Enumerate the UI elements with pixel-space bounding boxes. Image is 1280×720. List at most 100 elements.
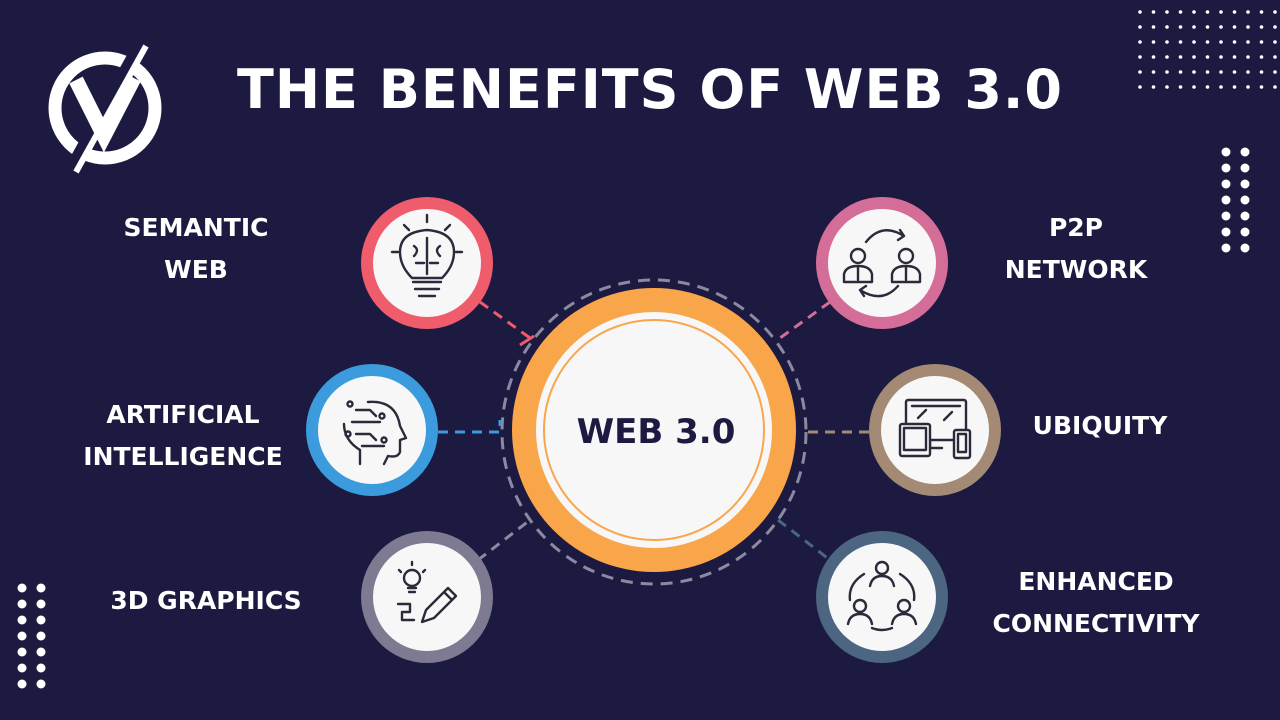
decor-dot — [1205, 40, 1210, 44]
decor-dot — [1240, 147, 1250, 157]
decor-dot — [1273, 70, 1277, 74]
center-node: WEB 3.0 — [512, 288, 796, 572]
connector-artificial-intelligence — [438, 420, 502, 434]
center-orbit — [500, 278, 808, 586]
connector-enhanced-connectivity — [777, 518, 831, 562]
design-pencil-icon — [396, 560, 458, 624]
label-p2p-network: P2P NETWORK — [976, 207, 1176, 291]
decor-dot — [1165, 10, 1169, 14]
decor-dot — [1240, 179, 1250, 189]
decor-dot — [1205, 85, 1210, 89]
dot-grid-bottom-left — [17, 583, 46, 689]
decor-dot — [1221, 211, 1231, 221]
decor-dot — [1219, 40, 1223, 44]
decor-dot — [1151, 25, 1156, 29]
decor-dot — [1165, 40, 1169, 44]
decor-dot — [1240, 195, 1250, 205]
decor-dot — [1259, 55, 1264, 59]
decor-dot — [1259, 85, 1264, 89]
decor-dot — [17, 583, 27, 593]
decor-dot — [1259, 25, 1264, 29]
decor-dot — [1221, 147, 1231, 157]
decor-dot — [17, 631, 27, 641]
decor-dot — [1151, 55, 1156, 59]
dot-grid-right — [1221, 147, 1250, 253]
decor-dot — [1151, 70, 1156, 74]
label-artificial-intelligence: ARTIFICIAL INTELLIGENCE — [70, 394, 296, 478]
decor-dot — [1273, 40, 1277, 44]
decor-dot — [1178, 40, 1183, 44]
label-line: NETWORK — [1004, 255, 1148, 284]
label-line: UBIQUITY — [1032, 411, 1168, 440]
decor-dot — [1273, 10, 1277, 14]
decor-dot — [1246, 70, 1250, 74]
decor-dot — [36, 663, 46, 673]
decor-dot — [1240, 163, 1250, 173]
decor-dot — [1259, 40, 1264, 44]
decor-dot — [1192, 70, 1196, 74]
decor-dot — [1219, 10, 1223, 14]
label-enhanced-connectivity: ENHANCED CONNECTIVITY — [976, 561, 1216, 645]
decor-dot — [36, 615, 46, 625]
decor-dot — [17, 599, 27, 609]
node-artificial-intelligence — [306, 364, 438, 496]
v-logo-icon — [48, 42, 162, 176]
decor-dot — [1192, 55, 1196, 59]
decor-dot — [1232, 70, 1237, 74]
decor-dot — [1205, 55, 1210, 59]
decor-dot — [1221, 243, 1231, 253]
decor-dot — [1165, 85, 1169, 89]
decor-dot — [36, 679, 46, 689]
decor-dot — [1240, 227, 1250, 237]
decor-dot — [17, 679, 27, 689]
label-ubiquity: UBIQUITY — [1000, 405, 1200, 447]
decor-dot — [1219, 25, 1223, 29]
decor-dot — [1178, 10, 1183, 14]
decor-dot — [1138, 40, 1142, 44]
center-label: WEB 3.0 — [577, 412, 736, 452]
decor-dot — [1240, 243, 1250, 253]
decor-dot — [1138, 10, 1142, 14]
label-semantic-web: SEMANTIC WEB — [96, 207, 296, 291]
connector-semantic-web — [479, 300, 535, 347]
decor-dot — [1151, 40, 1156, 44]
decor-dot — [1232, 85, 1237, 89]
decor-dot — [1221, 179, 1231, 189]
label-line: WEB — [164, 255, 228, 284]
decor-dot — [1138, 55, 1142, 59]
decor-dot — [1259, 10, 1264, 14]
decor-dot — [1205, 70, 1210, 74]
decor-dot — [1246, 55, 1250, 59]
dot-grid-top-right — [1138, 10, 1277, 89]
decor-dot — [1192, 10, 1196, 14]
decor-dot — [1178, 70, 1183, 74]
label-line: CONNECTIVITY — [992, 609, 1200, 638]
devices-icon — [898, 398, 972, 460]
label-line: SEMANTIC — [123, 213, 269, 242]
page-title: THE BENEFITS OF WEB 3.0 — [236, 58, 1063, 121]
decor-dot — [1165, 70, 1169, 74]
decor-dot — [1138, 85, 1142, 89]
decor-dot — [17, 647, 27, 657]
label-line: ARTIFICIAL — [106, 400, 260, 429]
decor-dot — [1138, 70, 1142, 74]
label-3d-graphics: 3D GRAPHICS — [96, 580, 316, 622]
brain-lightbulb-icon — [390, 213, 464, 298]
label-line: P2P — [1048, 213, 1104, 242]
node-ubiquity — [869, 364, 1001, 496]
decor-dot — [1246, 40, 1250, 44]
node-enhanced-connectivity — [816, 531, 948, 663]
decor-dot — [1232, 40, 1237, 44]
label-line: 3D GRAPHICS — [110, 586, 302, 615]
decor-dot — [1165, 25, 1169, 29]
decor-dot — [1232, 25, 1237, 29]
decor-dot — [1232, 10, 1237, 14]
decor-dot — [1246, 25, 1250, 29]
connector-3d-graphics — [477, 518, 531, 562]
decor-dot — [1246, 85, 1250, 89]
decor-dot — [1205, 10, 1210, 14]
decor-dot — [1219, 55, 1223, 59]
node-3d-graphics — [361, 531, 493, 663]
